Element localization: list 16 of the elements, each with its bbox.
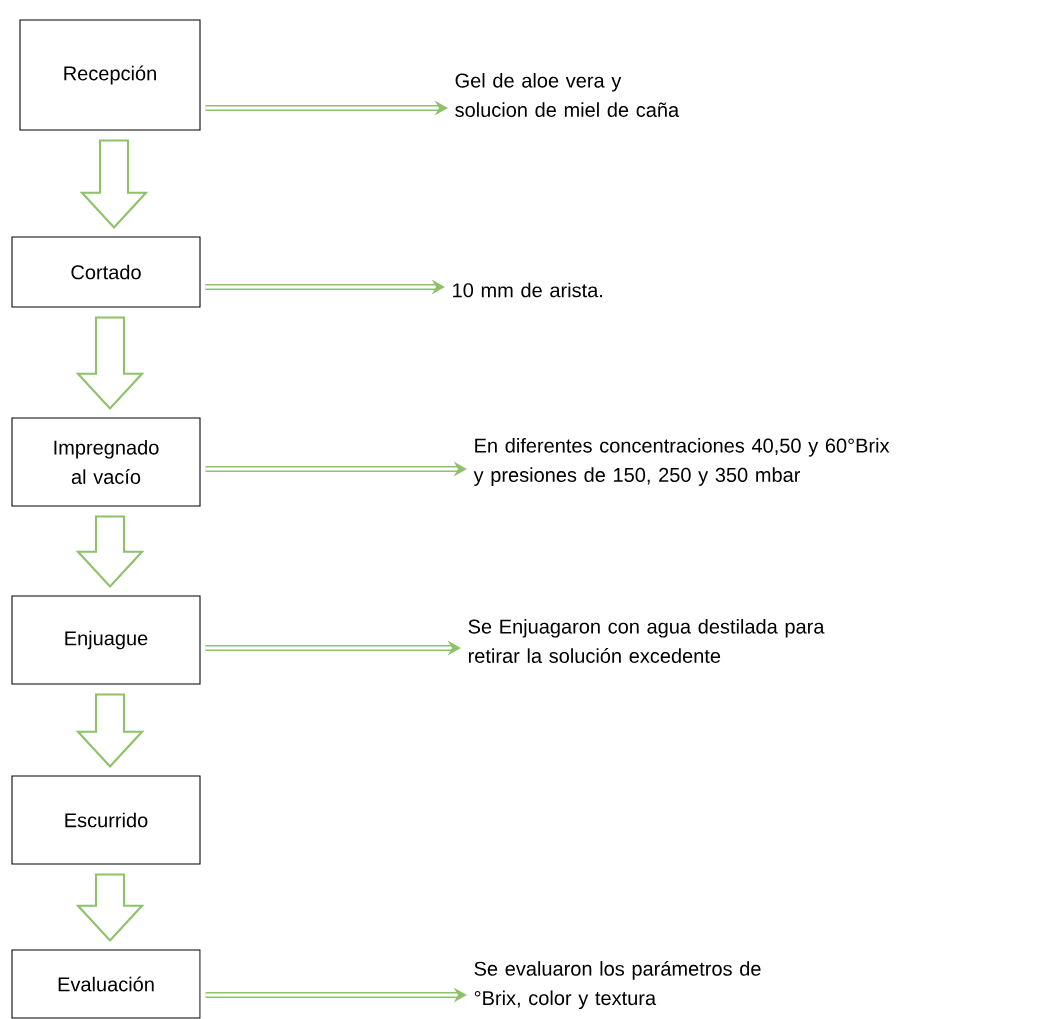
- note-text: Se evaluaron los parámetros de °Brix, color y textura: [474, 960, 761, 1010]
- note-text: Gel de aloe vera y solucion de miel de caña: [455, 73, 680, 117]
- process-box: Enjuague: [11, 595, 201, 685]
- block-arrow: [79, 139, 149, 230]
- block-arrow: [75, 693, 145, 769]
- block-arrow: [75, 515, 145, 589]
- process-box: Evaluación: [11, 949, 201, 1019]
- note-text: En diferentes concentraciones 40,50 y 60°Brix y presiones de 150, 250 y 350 mbar: [473, 438, 890, 486]
- process-box: Impregnado al vacío: [11, 417, 201, 507]
- note-text: 10 mm de arista.: [453, 282, 602, 298]
- process-box: Cortado: [11, 236, 201, 308]
- block-arrow: [75, 316, 145, 411]
- process-box: Escurrido: [11, 775, 201, 865]
- note-text: Se Enjuagaron con agua destilada para retirar la solución excedente: [468, 619, 825, 663]
- process-box: Recepción: [19, 19, 201, 131]
- block-arrow: [75, 873, 145, 943]
